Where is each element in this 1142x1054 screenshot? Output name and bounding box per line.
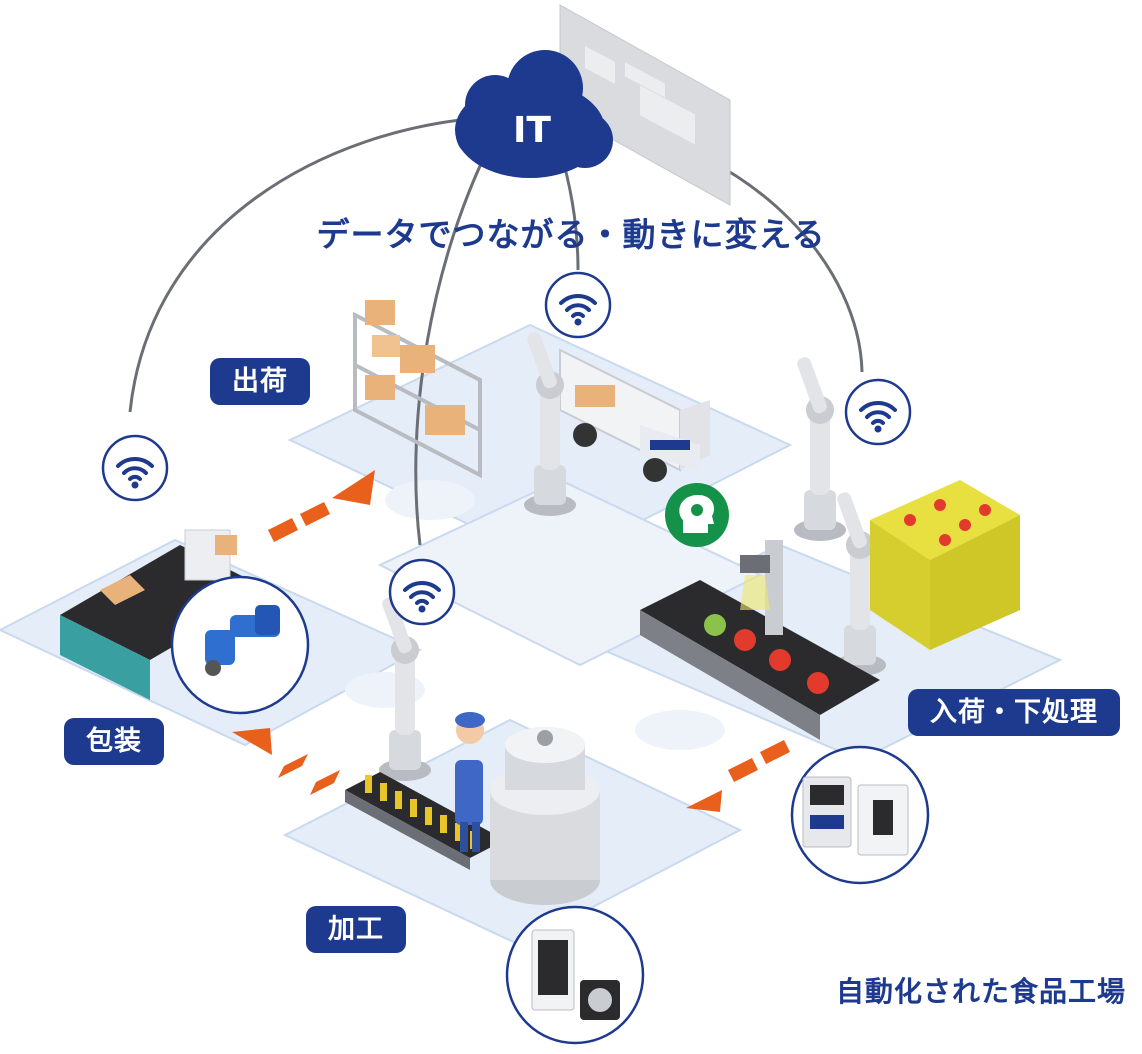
stage-label-packaging: 包装 (64, 718, 164, 766)
tomato-crates (870, 480, 1020, 650)
arrow-icon (268, 470, 375, 542)
packaging-conveyor (60, 529, 270, 700)
device-circle-robot (170, 575, 310, 715)
warehouse-shelf (353, 300, 482, 479)
caption: 自動化された食品工場 (835, 975, 1126, 1008)
it-cloud-icon (455, 50, 613, 178)
headline: データでつながる・動きに変える (316, 215, 826, 254)
dashboard-panel (559, 4, 731, 206)
arrow-icon (686, 740, 790, 812)
delivery-truck (559, 348, 710, 482)
cloud-label: IT (513, 110, 551, 151)
arrow-icon (232, 728, 340, 795)
stage-label-processing: 加工 (306, 906, 406, 954)
sorting-conveyor (640, 540, 880, 740)
wifi-icon (388, 558, 456, 626)
wifi-icon (844, 378, 912, 446)
device-circle-inverter (790, 745, 930, 885)
stage-label-receiving: 入荷・下処理 (908, 689, 1120, 737)
factory-worker (455, 712, 485, 852)
wifi-icon (544, 271, 612, 339)
stage-label-shipping: 出荷 (210, 358, 310, 406)
device-circle-servo (505, 905, 645, 1045)
wifi-icon (101, 434, 169, 502)
filling-line (345, 727, 600, 905)
ai-head-icon (665, 483, 729, 547)
flow-arrows (232, 470, 790, 812)
